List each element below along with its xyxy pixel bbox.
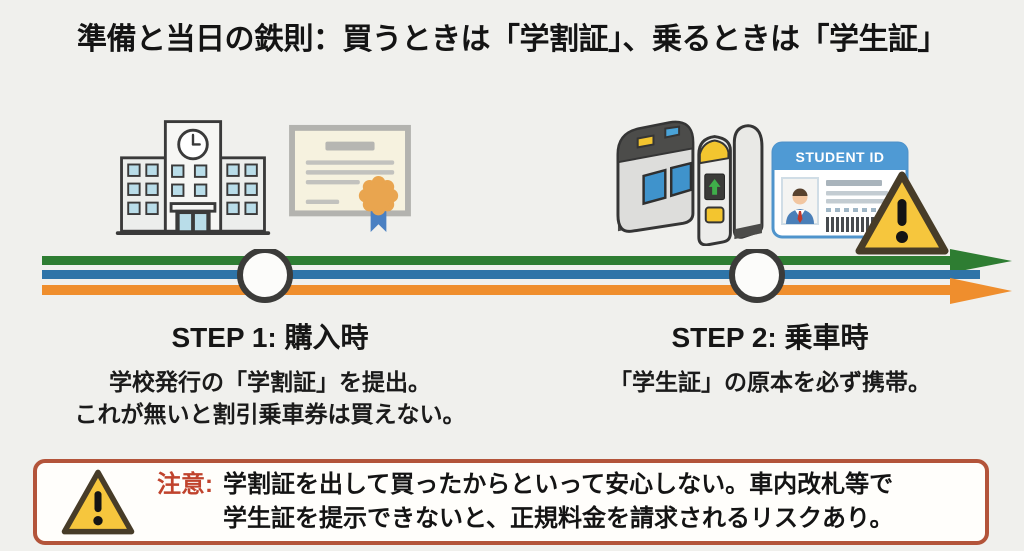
student-id-card-icon: STUDENT ID — [770, 140, 910, 240]
step1-block: STEP 1: 購入時 学校発行の「学割証」を提出。 これが無いと割引乗車券は買… — [40, 316, 500, 430]
step1-desc-line2: これが無いと割引乗車券は買えない。 — [74, 401, 466, 427]
certificate-icon — [286, 122, 414, 235]
warning-triangle-icon — [852, 167, 952, 259]
caution-line1: 学割証を出して買ったからといって安心しない。車内改札等で — [223, 471, 894, 498]
step2-desc-line1: 「学生証」の原本を必ず携帯。 — [609, 369, 931, 395]
page-title: 準備と当日の鉄則：買うときは「学割証」、乗るときは「学生証」 — [77, 23, 948, 56]
timeline — [0, 249, 1024, 311]
timeline-blue-line — [42, 270, 980, 279]
timeline-orange-arrow — [42, 278, 1012, 304]
caution-label: 注意: — [157, 471, 213, 498]
school-icon — [112, 110, 274, 239]
caution-box: 注意: 学割証を出して買ったからといって安心しない。車内改札等で 学生証を提示で… — [33, 459, 989, 545]
step2-block: STEP 2: 乗車時 「学生証」の原本を必ず携帯。 — [545, 316, 995, 398]
ticket-gate-icon — [608, 103, 766, 246]
caution-warning-triangle-icon — [59, 466, 137, 538]
step1-heading: STEP 1: 購入時 — [171, 322, 369, 353]
student-id-label: STUDENT ID — [796, 149, 885, 165]
step1-desc-line1: 学校発行の「学割証」を提出。 — [109, 369, 431, 395]
step2-heading: STEP 2: 乗車時 — [671, 322, 869, 353]
caution-text: 注意: 学割証を出して買ったからといって安心しない。車内改札等で 学生証を提示で… — [157, 468, 894, 536]
timeline-node-step1 — [237, 249, 293, 303]
timeline-node-step2 — [729, 249, 785, 303]
caution-line2: 学生証を提示できないと、正規料金を請求されるリスクあり。 — [223, 505, 894, 532]
timeline-green-arrow — [42, 249, 1012, 273]
